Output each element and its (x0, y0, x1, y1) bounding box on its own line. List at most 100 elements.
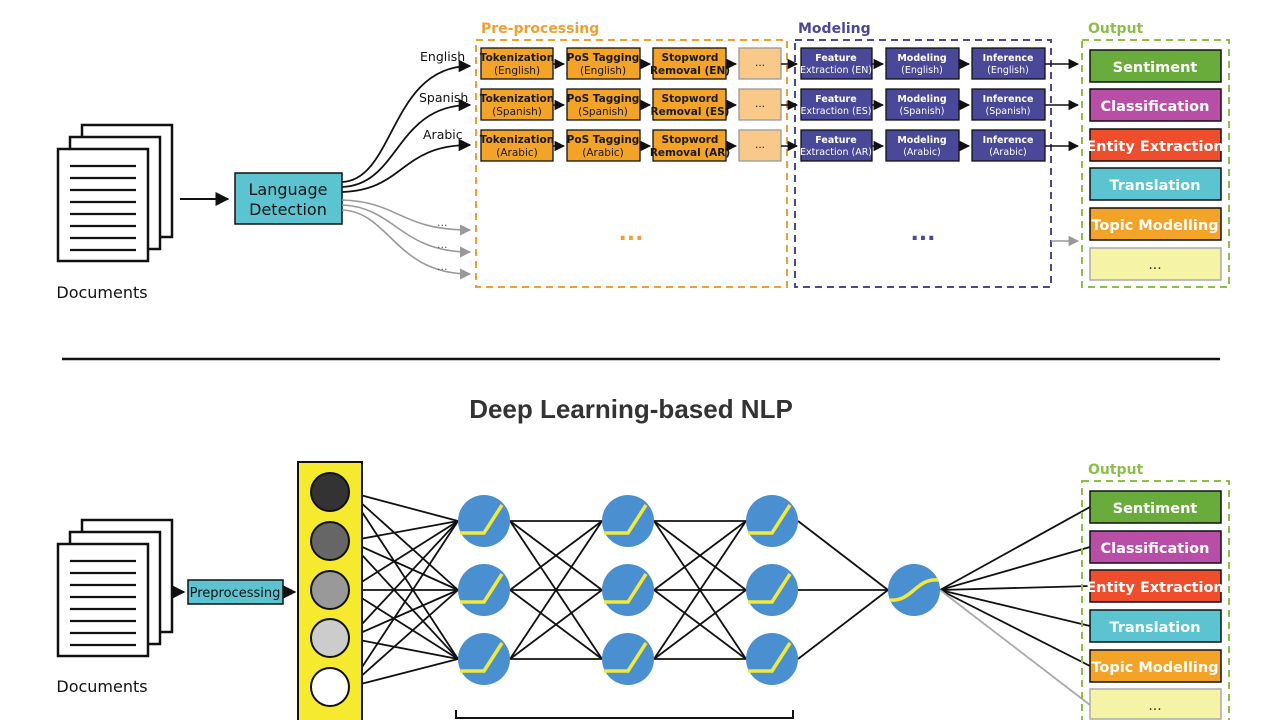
row0-feature-sub: Extraction (EN) (800, 65, 872, 76)
row2-stopword-sub: Removal (AR) (650, 147, 730, 159)
row1-feature-sub: Extraction (ES) (801, 106, 872, 117)
row1-tokenization-title: Tokenization (480, 93, 554, 105)
row1-stopword-title: Stopword (662, 93, 719, 105)
bottom-output-title: Output (1088, 462, 1144, 478)
bottom-output-classification-label: Classification (1101, 541, 1210, 557)
top-output-more-box (1089, 247, 1222, 281)
row0-stopword-sub: Removal (EN) (650, 65, 730, 77)
row0-pos-sub: (English) (580, 65, 626, 77)
row1-modeling-title: Modeling (897, 94, 946, 105)
input-node (310, 618, 350, 658)
row1-inference-sub: (Spanish) (986, 106, 1031, 117)
preprocessing-section-title: Pre-processing (481, 21, 599, 37)
output-section-title: Output (1088, 21, 1144, 37)
relu-neuron-icon (746, 633, 798, 685)
row1-inference-title: Inference (983, 94, 1034, 105)
output-frame (1081, 39, 1230, 288)
preprocessing-frame (475, 39, 788, 288)
row0-tokenization-title: Tokenization (480, 52, 554, 64)
extra-branch-2-label: ... (437, 238, 448, 251)
row0-modeling-sub: (English) (901, 65, 943, 76)
relu-neuron-icon (458, 564, 510, 616)
row2-inference-title: Inference (983, 135, 1034, 146)
row2-feature-title: Feature (815, 135, 856, 146)
top-output-classification-label: Classification (1101, 99, 1210, 115)
relu-neuron-icon (746, 495, 798, 547)
row2-feature-sub: Extraction (AR) (800, 147, 872, 158)
top-outputs: Sentiment Classification Entity Extracti… (1086, 49, 1224, 281)
row2-pos-title: PoS Tagging (567, 134, 640, 146)
language-branches (341, 59, 472, 193)
bottom-documents-label: Documents (56, 677, 147, 696)
hidden-layers-bracket (455, 710, 794, 719)
preprocessing-ellipsis: ... (618, 221, 643, 246)
language-detection-line2: Detection (249, 200, 327, 219)
network-connections (348, 491, 1091, 706)
row2-ellipsis-box: ... (755, 139, 765, 151)
row2-tokenization-title: Tokenization (480, 134, 554, 146)
relu-neuron-icon (602, 633, 654, 685)
extra-branches (341, 199, 472, 280)
bottom-output-translation-label: Translation (1109, 620, 1200, 636)
language-detection-box: Language Detection (234, 172, 343, 225)
bottom-output-frame (1081, 480, 1230, 720)
extra-branch-3-label: ... (437, 260, 448, 273)
documents-stack-icon (56, 123, 174, 263)
input-node (310, 521, 350, 561)
row1-modeling-sub: (Spanish) (900, 106, 945, 117)
row1-stopword-sub: Removal (ES) (651, 106, 730, 118)
row2-inference-sub: (Arabic) (989, 147, 1027, 158)
row1-tokenization-sub: (Spanish) (492, 106, 542, 118)
bottom-output-entity-label: Entity Extraction (1086, 580, 1223, 596)
bottom-output-classification-box (1089, 530, 1222, 564)
row0-inference-sub: (English) (987, 65, 1029, 76)
relu-neuron-icon (602, 564, 654, 616)
row2-modeling-sub: (Arabic) (903, 147, 941, 158)
row2-pos-sub: (Arabic) (582, 147, 623, 159)
lang-english-label: English (420, 49, 465, 64)
top-output-sentiment-label: Sentiment (1113, 60, 1198, 76)
bottom-output-more-label: ... (1148, 698, 1161, 714)
bottom-outputs: Sentiment Classification Entity Extracti… (1086, 490, 1224, 720)
deep-learning-title: Deep Learning-based NLP (469, 394, 793, 424)
input-node (310, 570, 350, 610)
top-pipeline: Documents Language Detection English Spa… (56, 21, 1230, 302)
top-output-sentiment-box (1089, 49, 1222, 83)
relu-neuron-icon (458, 633, 510, 685)
top-output-entity-label: Entity Extraction (1086, 139, 1223, 155)
row-arabic: Tokenization (Arabic) PoS Tagging (Arabi… (480, 129, 1080, 162)
input-nodes (310, 472, 350, 707)
input-node (310, 667, 350, 707)
bottom-output-topic-label: Topic Modelling (1091, 660, 1218, 676)
lang-spanish-label: Spanish (419, 90, 468, 105)
relu-neuron-icon (602, 495, 654, 547)
top-output-more-label: ... (1148, 257, 1161, 273)
row2-tokenization-sub: (Arabic) (496, 147, 537, 159)
language-detection-line1: Language (249, 180, 328, 199)
top-output-translation-box (1089, 167, 1222, 201)
bottom-output-more-box (1089, 688, 1222, 720)
lang-arabic-label: Arabic (423, 127, 463, 142)
row0-pos-title: PoS Tagging (567, 52, 640, 64)
row1-feature-title: Feature (815, 94, 856, 105)
row-spanish: Tokenization (Spanish) PoS Tagging (Span… (480, 88, 1080, 121)
top-output-classification-box (1089, 88, 1222, 122)
bottom-pipeline: Deep Learning-based NLP Documents Prepro… (56, 394, 1230, 720)
row2-stopword-title: Stopword (662, 134, 719, 146)
row0-tokenization-sub: (English) (494, 65, 540, 77)
bottom-documents-stack-icon (56, 518, 174, 658)
row2-modeling-title: Modeling (897, 135, 946, 146)
row0-stopword-title: Stopword (662, 52, 719, 64)
row-english: Tokenization (English) PoS Tagging (Engl… (480, 47, 1080, 80)
hidden-neurons (458, 495, 940, 685)
extra-branch-1-label: ... (437, 216, 448, 229)
row0-modeling-title: Modeling (897, 53, 946, 64)
preprocessing-box (187, 579, 284, 605)
row1-ellipsis-box: ... (755, 98, 765, 110)
bottom-output-entity-box (1089, 569, 1222, 603)
row1-pos-title: PoS Tagging (567, 93, 640, 105)
bottom-output-topic-box (1089, 649, 1222, 683)
row0-feature-title: Feature (815, 53, 856, 64)
relu-neuron-icon (746, 564, 798, 616)
